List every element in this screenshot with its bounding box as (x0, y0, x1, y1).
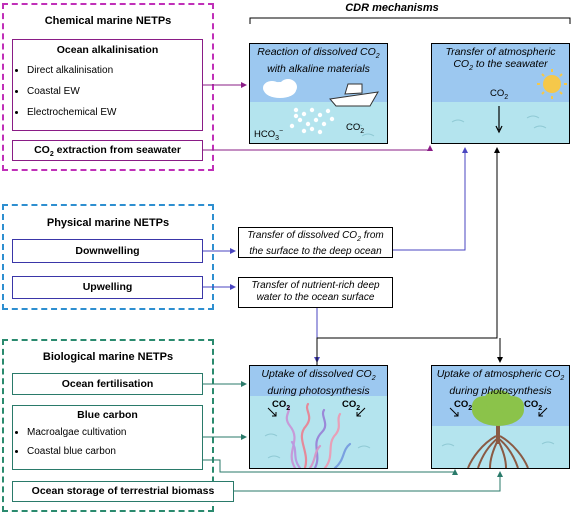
transfer-dissolved-box: Transfer of dissolved CO2 from the surfa… (238, 227, 393, 258)
uptake-dissolved-panel: Uptake of dissolved CO2 during photosynt… (249, 365, 388, 469)
blue-carbon-title: Blue carbon (77, 409, 138, 421)
uptake-dissolved-title: Uptake of dissolved CO2 during photosynt… (261, 368, 376, 398)
terrestrial-biomass-box: Ocean storage of terrestrial biomass (12, 481, 234, 502)
mangrove-tree-icon (467, 390, 529, 468)
reaction-illustration (263, 79, 379, 137)
seaweed-icon (285, 402, 352, 468)
uptake-atmospheric-panel: Uptake of atmospheric CO2 during photosy… (431, 365, 570, 469)
arrow-extraction-to-transfer (203, 145, 433, 151)
transfer-co2-label: CO2 (490, 88, 509, 101)
biological-netps-title: Biological marine NETPs (42, 351, 174, 363)
reaction-title: Reaction of dissolved CO2 with alkaline … (252, 46, 385, 75)
transfer-atmospheric-illustration (451, 69, 567, 134)
arrow-terrestrial-to-mangrove (234, 471, 503, 492)
transfer-atmospheric-title: Transfer of atmospheric CO2 to the seawa… (445, 46, 556, 73)
uptake-dissolved-co2-left: CO2 (272, 399, 291, 412)
ocean-alkalinisation-box: Ocean alkalinisation Direct alkalinisati… (12, 39, 203, 131)
reaction-line2: with alkaline materials (267, 63, 370, 76)
ocean-alkalinisation-title: Ocean alkalinisation (56, 44, 159, 56)
chemical-netps-title: Chemical marine NETPs (44, 15, 172, 27)
list-item: Coastal blue carbon (27, 442, 202, 461)
list-item: Macroalgae cultivation (27, 423, 202, 442)
ocean-fertilisation-box: Ocean fertilisation (12, 373, 203, 395)
mangrove-illustration (441, 390, 555, 468)
uptake-atmospheric-title: Uptake of atmospheric CO2 during photosy… (436, 368, 565, 398)
hco3-label: HCO3− (254, 128, 284, 143)
chemical-netps-group (2, 3, 214, 171)
cdr-header-label: CDR mechanisms (345, 2, 439, 14)
list-item: Coastal EW (27, 81, 202, 102)
uptake-atm-co2-right: CO2 (524, 399, 543, 412)
macroalgae-illustration (264, 402, 371, 468)
blue-carbon-list: Macroalgae cultivation Coastal blue carb… (13, 423, 202, 461)
co2-extraction-box: CO2 extraction from seawater (12, 140, 203, 161)
alkaline-particles (289, 107, 335, 135)
sun-icon (537, 69, 567, 99)
upwelling-box: Upwelling (12, 276, 203, 299)
reaction-co2-label: CO2 (346, 122, 365, 135)
co2-extraction-sub: 2 (49, 151, 54, 159)
biological-netps-group (2, 339, 214, 512)
downwelling-box: Downwelling (12, 239, 203, 263)
arrow-dissolved-to-transfer (393, 147, 468, 251)
cdr-header-bracket (249, 17, 571, 24)
transfer-atmospheric-panel: Transfer of atmospheric CO2 to the seawa… (431, 43, 570, 144)
co2-extraction-post: extraction from seawater (53, 144, 181, 156)
reaction-line1: Reaction of dissolved CO (257, 46, 376, 58)
physical-netps-title: Physical marine NETPs (46, 217, 170, 229)
blue-carbon-box: Blue carbon Macroalgae cultivation Coast… (12, 405, 203, 470)
uptake-atm-co2-left: CO2 (454, 399, 473, 412)
reaction-panel: Reaction of dissolved CO2 with alkaline … (249, 43, 388, 144)
list-item: Electrochemical EW (27, 102, 202, 123)
uptake-dissolved-co2-right: CO2 (342, 399, 361, 412)
transfer-atm-line1: Transfer of atmospheric (445, 46, 556, 58)
physical-netps-group (2, 204, 214, 310)
reaction-line1-sub: 2 (375, 53, 380, 61)
co2-extraction-pre: CO (34, 144, 50, 156)
cloud-icon (263, 79, 297, 98)
ocean-alkalinisation-list: Direct alkalinisation Coastal EW Electro… (13, 60, 202, 123)
boat-icon (329, 83, 379, 107)
list-item: Direct alkalinisation (27, 60, 202, 81)
transfer-nutrient-box: Transfer of nutrient-rich deep water to … (238, 277, 393, 308)
